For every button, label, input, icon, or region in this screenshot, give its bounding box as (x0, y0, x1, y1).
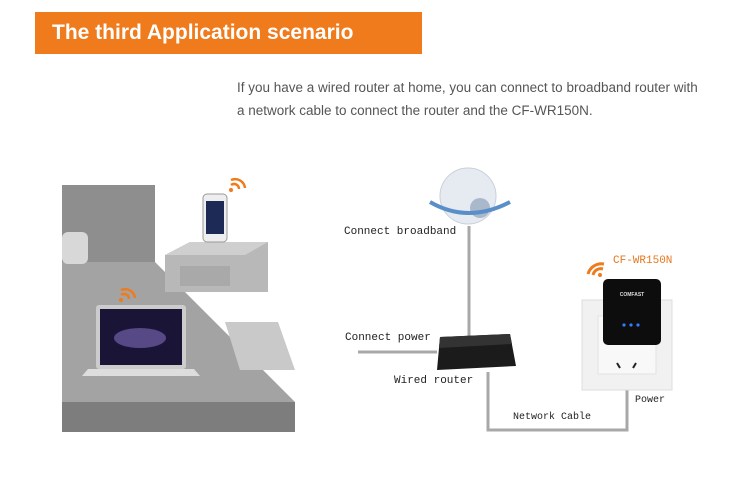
wifi-icon (586, 262, 605, 276)
globe-icon (428, 167, 511, 225)
label-connect-broadband: Connect broadband (344, 226, 457, 238)
label-power: Power (635, 395, 666, 406)
title-banner: The third Application scenario (35, 12, 422, 54)
cf-wr150n-device: COMFAST (603, 279, 661, 345)
keyboard (225, 322, 295, 370)
wifi-icon (120, 287, 137, 300)
label-connect-power: Connect power (345, 332, 431, 344)
room-scene (62, 177, 295, 432)
nightstand (165, 242, 268, 292)
label-network-cable: Network Cable (513, 412, 592, 423)
description: If you have a wired router at home, you … (237, 76, 717, 122)
phone-icon (202, 193, 228, 243)
description-line-1: If you have a wired router at home, you … (237, 80, 698, 95)
wired-router-icon (437, 334, 516, 370)
device-brand: COMFAST (620, 292, 644, 298)
label-wired-router: Wired router (394, 375, 474, 387)
laptop-icon (82, 305, 200, 376)
wifi-icon (230, 177, 247, 190)
description-line-2: a network cable to connect the router an… (237, 103, 593, 118)
label-device-model: CF-WR150N (613, 255, 673, 267)
